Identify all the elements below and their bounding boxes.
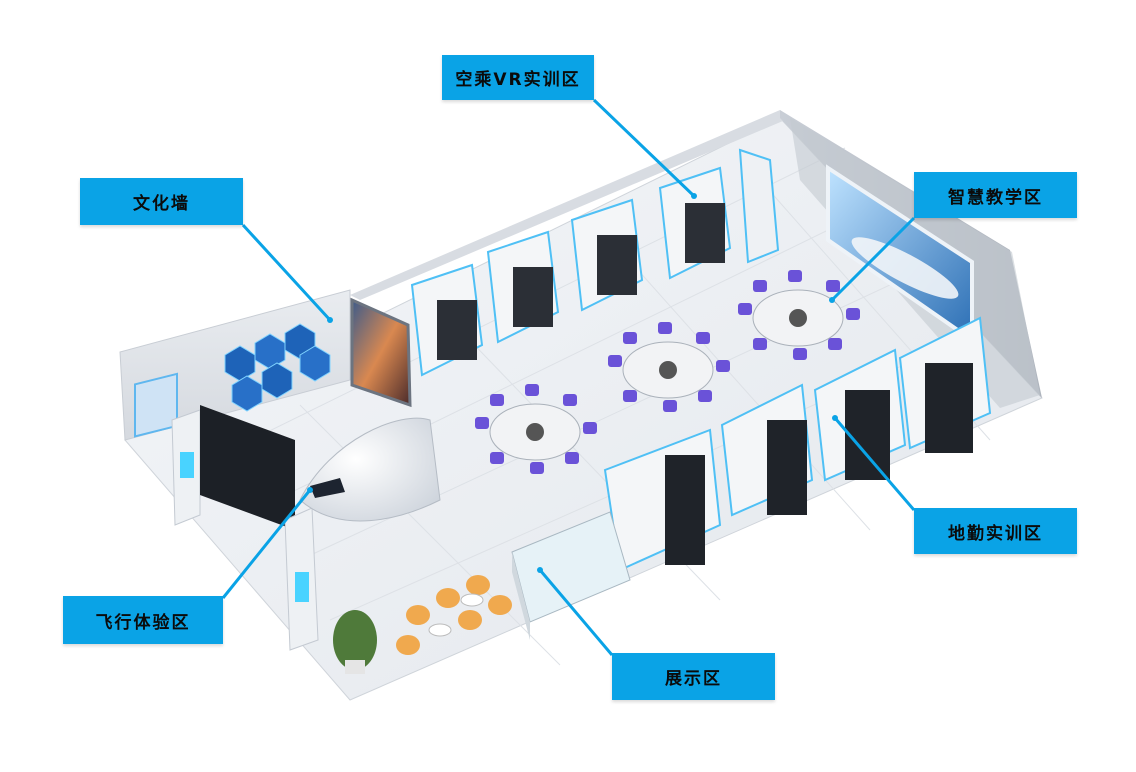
culture-wall-hexagons (224, 323, 331, 412)
flight-experience-area (171, 405, 441, 651)
aircraft-nose (299, 417, 441, 522)
callout-display-area: 展示区 (612, 653, 775, 700)
display-cabinet (511, 511, 631, 640)
callout-vr-training: 空乘VR实训区 (442, 55, 594, 100)
leader-dots (307, 193, 838, 573)
callout-flight-experience: 飞行体验区 (63, 596, 223, 644)
lounge-area (333, 575, 512, 674)
leader-lines (221, 98, 916, 656)
vr-booths (410, 148, 780, 377)
culture-screen (350, 297, 412, 408)
callout-smart-teaching: 智慧教学区 (914, 172, 1077, 218)
callout-culture-wall: 文化墙 (80, 178, 243, 225)
culture-poster (134, 372, 178, 438)
callout-ground-training: 地勤实训区 (914, 508, 1077, 554)
smart-teaching-tables (475, 270, 860, 474)
ground-training-booths (603, 316, 992, 572)
back-wall (350, 110, 790, 300)
